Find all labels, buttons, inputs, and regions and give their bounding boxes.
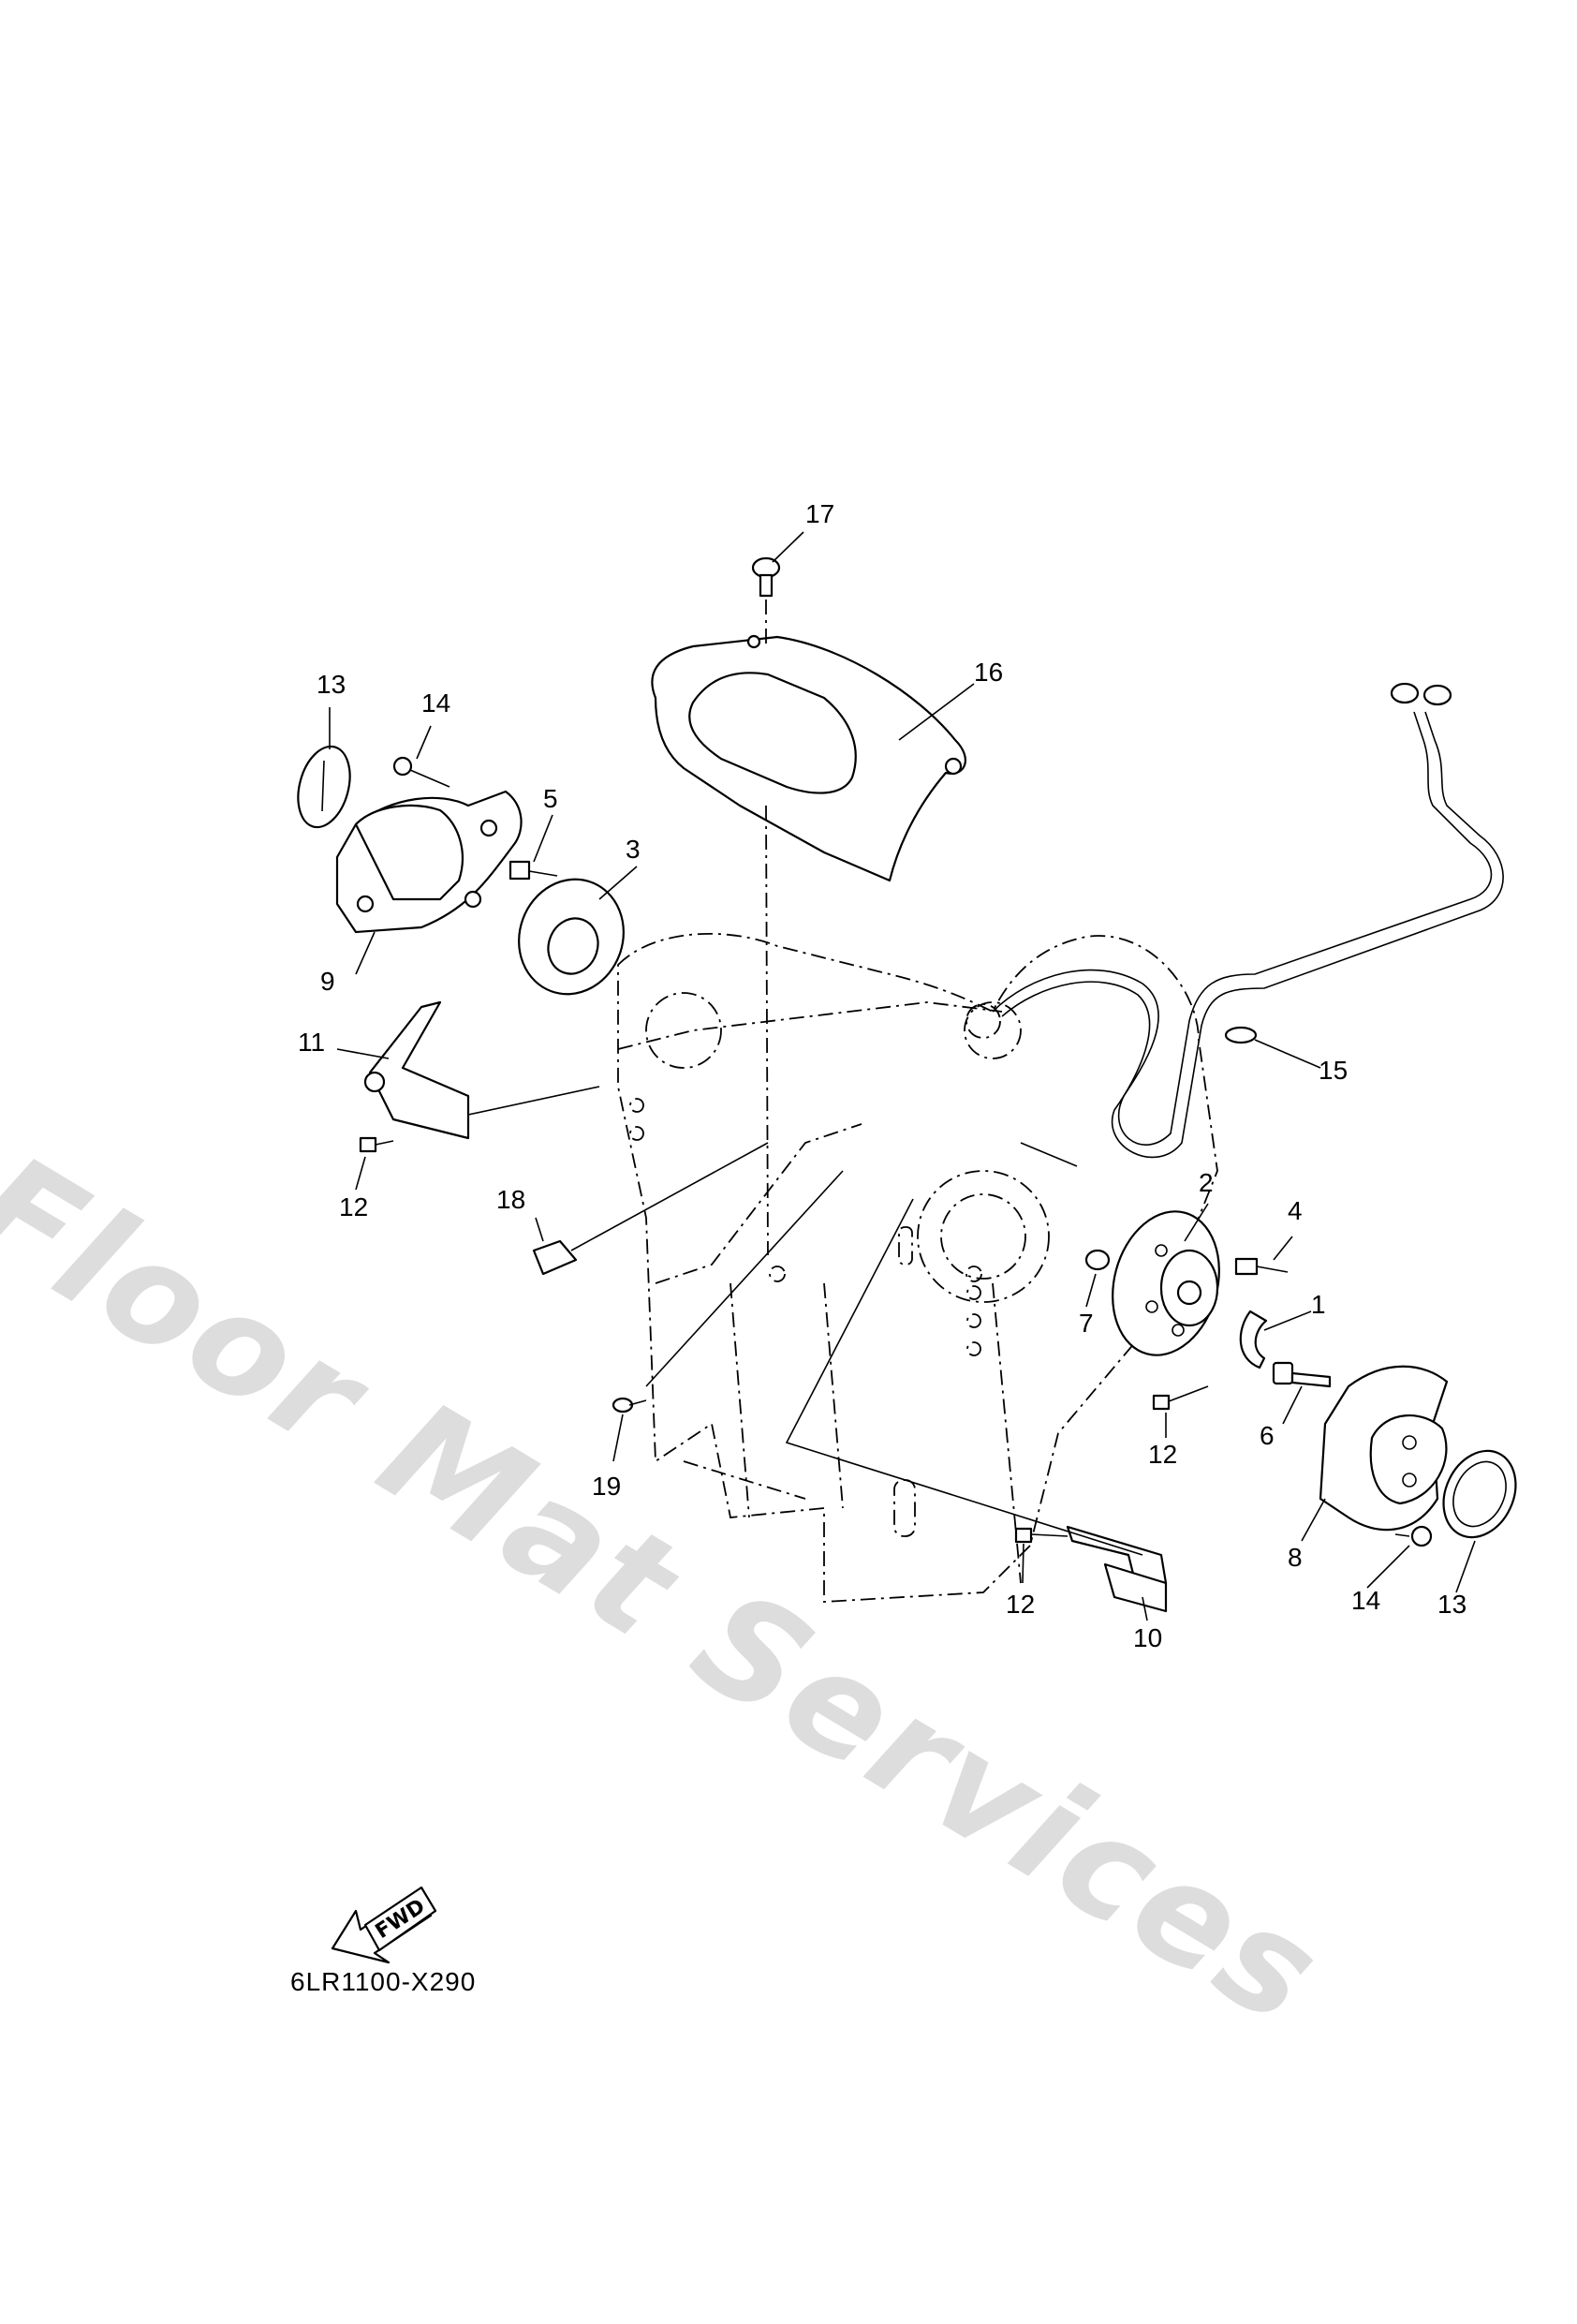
callout-18: 18 xyxy=(496,1185,525,1214)
cover-8 xyxy=(1319,1365,1449,1532)
bolt-12-right-bottom xyxy=(1014,1527,1069,1544)
callout-16: 16 xyxy=(974,658,1003,687)
left-bracket-cover-9 xyxy=(335,790,523,934)
emblem-13-left xyxy=(297,745,351,829)
callout-13-left: 13 xyxy=(317,670,346,699)
callout-13-right: 13 xyxy=(1437,1590,1466,1619)
callout-1: 1 xyxy=(1311,1290,1326,1319)
bolt-4 xyxy=(1234,1257,1289,1276)
callout-19: 19 xyxy=(592,1472,621,1501)
callout-7: 7 xyxy=(1079,1309,1094,1338)
callout-14-left: 14 xyxy=(421,688,450,718)
emblem-13-right xyxy=(1442,1449,1517,1539)
callout-14-right: 14 xyxy=(1351,1586,1380,1615)
fwd-arrow-icon: FWD xyxy=(331,1886,437,1964)
callout-17: 17 xyxy=(805,499,834,528)
callout-5: 5 xyxy=(543,784,558,813)
callout-12-right-mid: 12 xyxy=(1148,1440,1177,1469)
cap-3 xyxy=(518,878,625,996)
callout-labels: 1 2 3 4 5 6 7 8 9 10 11 12 12 12 13 13 1… xyxy=(298,499,1466,1652)
callout-4: 4 xyxy=(1288,1196,1303,1225)
callout-9: 9 xyxy=(320,967,335,996)
callout-12-right-bottom: 12 xyxy=(1006,1590,1035,1619)
nut-7 xyxy=(1084,1249,1111,1271)
callout-3: 3 xyxy=(626,835,641,864)
callout-15: 15 xyxy=(1319,1056,1348,1085)
top-cover xyxy=(651,634,966,882)
clip-1 xyxy=(1239,1310,1268,1369)
screw-14-left xyxy=(392,756,450,788)
bolt-6 xyxy=(1272,1361,1332,1388)
diagram-code: 6LR1100-X290 xyxy=(290,1967,477,1996)
callout-10: 10 xyxy=(1133,1623,1162,1652)
flange-2 xyxy=(1112,1210,1220,1356)
bolt-5 xyxy=(508,860,558,881)
wiring-harness xyxy=(992,682,1504,1159)
cap-18 xyxy=(532,1239,578,1276)
leader-lines xyxy=(329,683,1476,1621)
bracket-10 xyxy=(1066,1525,1168,1613)
bolt-12-right-mid xyxy=(1152,1385,1209,1411)
bolt-12-left xyxy=(359,1136,394,1153)
callout-6: 6 xyxy=(1260,1421,1275,1450)
callout-2: 2 xyxy=(1199,1168,1214,1197)
callout-8: 8 xyxy=(1288,1543,1303,1572)
clip-19 xyxy=(612,1397,647,1414)
bracket-11 xyxy=(363,1000,470,1140)
callout-12-left: 12 xyxy=(339,1192,368,1221)
screw-17 xyxy=(751,556,781,598)
callout-11: 11 xyxy=(298,1028,325,1057)
screw-14-right xyxy=(1394,1525,1433,1547)
